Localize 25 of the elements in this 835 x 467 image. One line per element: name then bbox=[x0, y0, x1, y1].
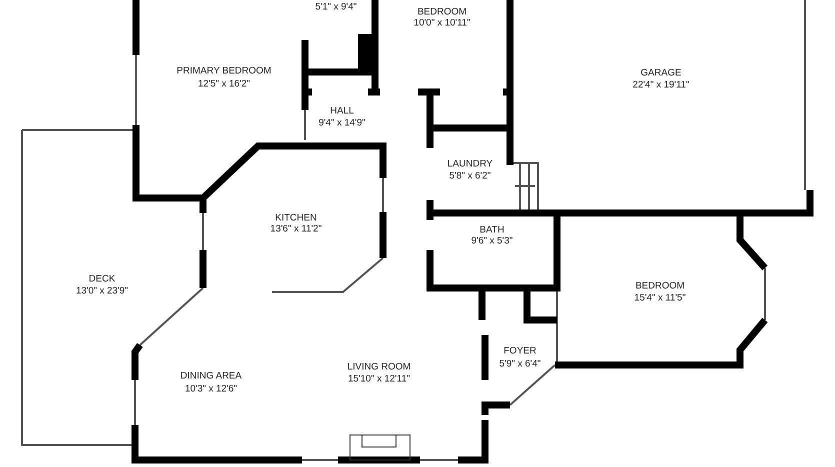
room-label: 9'6" x 5'3" bbox=[471, 236, 513, 246]
room-label: PRIMARY BEDROOM bbox=[176, 66, 272, 76]
room-label: 5'1" x 9'4" bbox=[315, 2, 357, 12]
room-label: GARAGE bbox=[640, 68, 682, 78]
room-label: LAUNDRY bbox=[447, 158, 493, 170]
room-label: HALL bbox=[330, 106, 354, 116]
room-label: 22'4" x 19'11" bbox=[632, 80, 690, 90]
room-label: BATH bbox=[480, 224, 504, 236]
room-label: BEDROOM bbox=[417, 6, 467, 18]
room-label: LIVING ROOM bbox=[347, 362, 411, 372]
room-label: 13'0" x 23'9" bbox=[76, 286, 128, 296]
room-label: DECK bbox=[88, 274, 116, 284]
room-label: 13'6" x 11'2" bbox=[270, 224, 322, 234]
room-label: 15'10" x 12'11" bbox=[348, 374, 410, 384]
room-label: 15'4" x 11'5" bbox=[634, 292, 686, 304]
room-label: DINING AREA bbox=[180, 370, 242, 382]
room-label: 10'0" x 10'11" bbox=[414, 18, 470, 28]
room-label: FOYER bbox=[504, 346, 536, 356]
room-label: BEDROOM bbox=[635, 280, 685, 292]
room-label: 12'5" x 16'2" bbox=[198, 78, 250, 90]
room-label: 9'4" x 14'9" bbox=[318, 118, 366, 128]
room-label: 5'9" x 6'4" bbox=[499, 358, 541, 370]
room-label: 10'3" x 12'6" bbox=[184, 384, 238, 394]
room-label: KITCHEN bbox=[275, 212, 317, 224]
room-label: 5'8" x 6'2" bbox=[449, 170, 491, 182]
